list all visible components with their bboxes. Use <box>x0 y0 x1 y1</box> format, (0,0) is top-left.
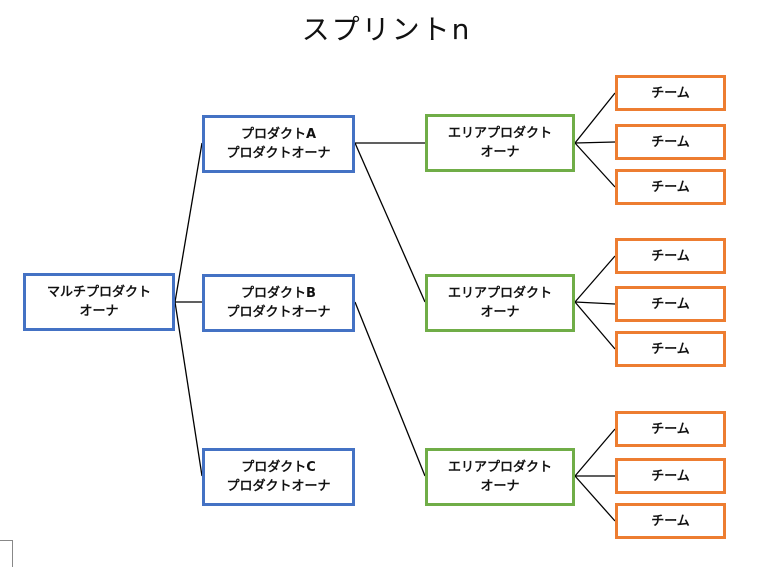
team-box: チーム <box>615 411 726 447</box>
product-owner-label-line2: プロダクトオーナ <box>226 479 331 494</box>
connector-area3-team1 <box>574 428 616 477</box>
area-owner-label-line2: オーナ <box>480 479 520 494</box>
area-owner-label-line2: オーナ <box>480 305 520 320</box>
team-box: チーム <box>615 75 726 111</box>
connector-multi-to-c <box>174 301 203 477</box>
connector-area1-team1 <box>574 92 616 144</box>
connector-area2-team3 <box>574 301 616 350</box>
multi-owner-label-line1: マルチプロダクト <box>46 285 151 300</box>
product-owner-c-box: プロダクトC プロダクトオーナ <box>202 448 355 506</box>
product-owner-label-line1: プロダクトA <box>240 127 317 142</box>
product-owner-a-box: プロダクトA プロダクトオーナ <box>202 115 355 173</box>
connector-area2-team1 <box>574 255 616 303</box>
connector-area2-team2 <box>574 301 616 305</box>
area-owner-1-box: エリアプロダクト オーナ <box>425 114 575 172</box>
page-corner-mark <box>0 540 13 567</box>
connector-area3-team3 <box>574 475 616 522</box>
team-label: チーム <box>651 248 690 264</box>
team-label: チーム <box>651 468 690 484</box>
connector-area1-team3 <box>574 142 616 188</box>
area-owner-label-line1: エリアプロダクト <box>447 460 552 475</box>
area-owner-label-line1: エリアプロダクト <box>447 126 552 141</box>
multi-product-owner-box: マルチプロダクト オーナ <box>23 273 175 331</box>
team-label: チーム <box>651 85 690 101</box>
product-owner-b-box: プロダクトB プロダクトオーナ <box>202 274 355 332</box>
team-label: チーム <box>651 179 690 195</box>
product-owner-label-line1: プロダクトB <box>241 286 316 301</box>
team-box: チーム <box>615 331 726 367</box>
team-box: チーム <box>615 286 726 322</box>
team-label: チーム <box>651 134 690 150</box>
team-box: チーム <box>615 503 726 539</box>
team-box: チーム <box>615 458 726 494</box>
product-owner-label-line2: プロダクトオーナ <box>226 146 331 161</box>
team-box: チーム <box>615 124 726 160</box>
product-owner-label-line2: プロダクトオーナ <box>226 305 331 320</box>
team-label: チーム <box>651 421 690 437</box>
connector-a-to-area2 <box>354 142 426 303</box>
team-box: チーム <box>615 238 726 274</box>
connector-area1-team2 <box>574 141 616 144</box>
area-owner-label-line1: エリアプロダクト <box>447 286 552 301</box>
area-owner-2-box: エリアプロダクト オーナ <box>425 274 575 332</box>
diagram-title: スプリントn <box>301 13 472 46</box>
area-owner-label-line2: オーナ <box>480 145 520 160</box>
team-label: チーム <box>651 341 690 357</box>
area-owner-3-box: エリアプロダクト オーナ <box>425 448 575 506</box>
multi-owner-label-line2: オーナ <box>79 304 119 319</box>
team-label: チーム <box>651 513 690 529</box>
product-owner-label-line1: プロダクトC <box>241 460 316 475</box>
team-box: チーム <box>615 169 726 205</box>
team-label: チーム <box>651 296 690 312</box>
connector-b-to-area3 <box>354 301 426 477</box>
connector-multi-to-a <box>174 142 203 303</box>
